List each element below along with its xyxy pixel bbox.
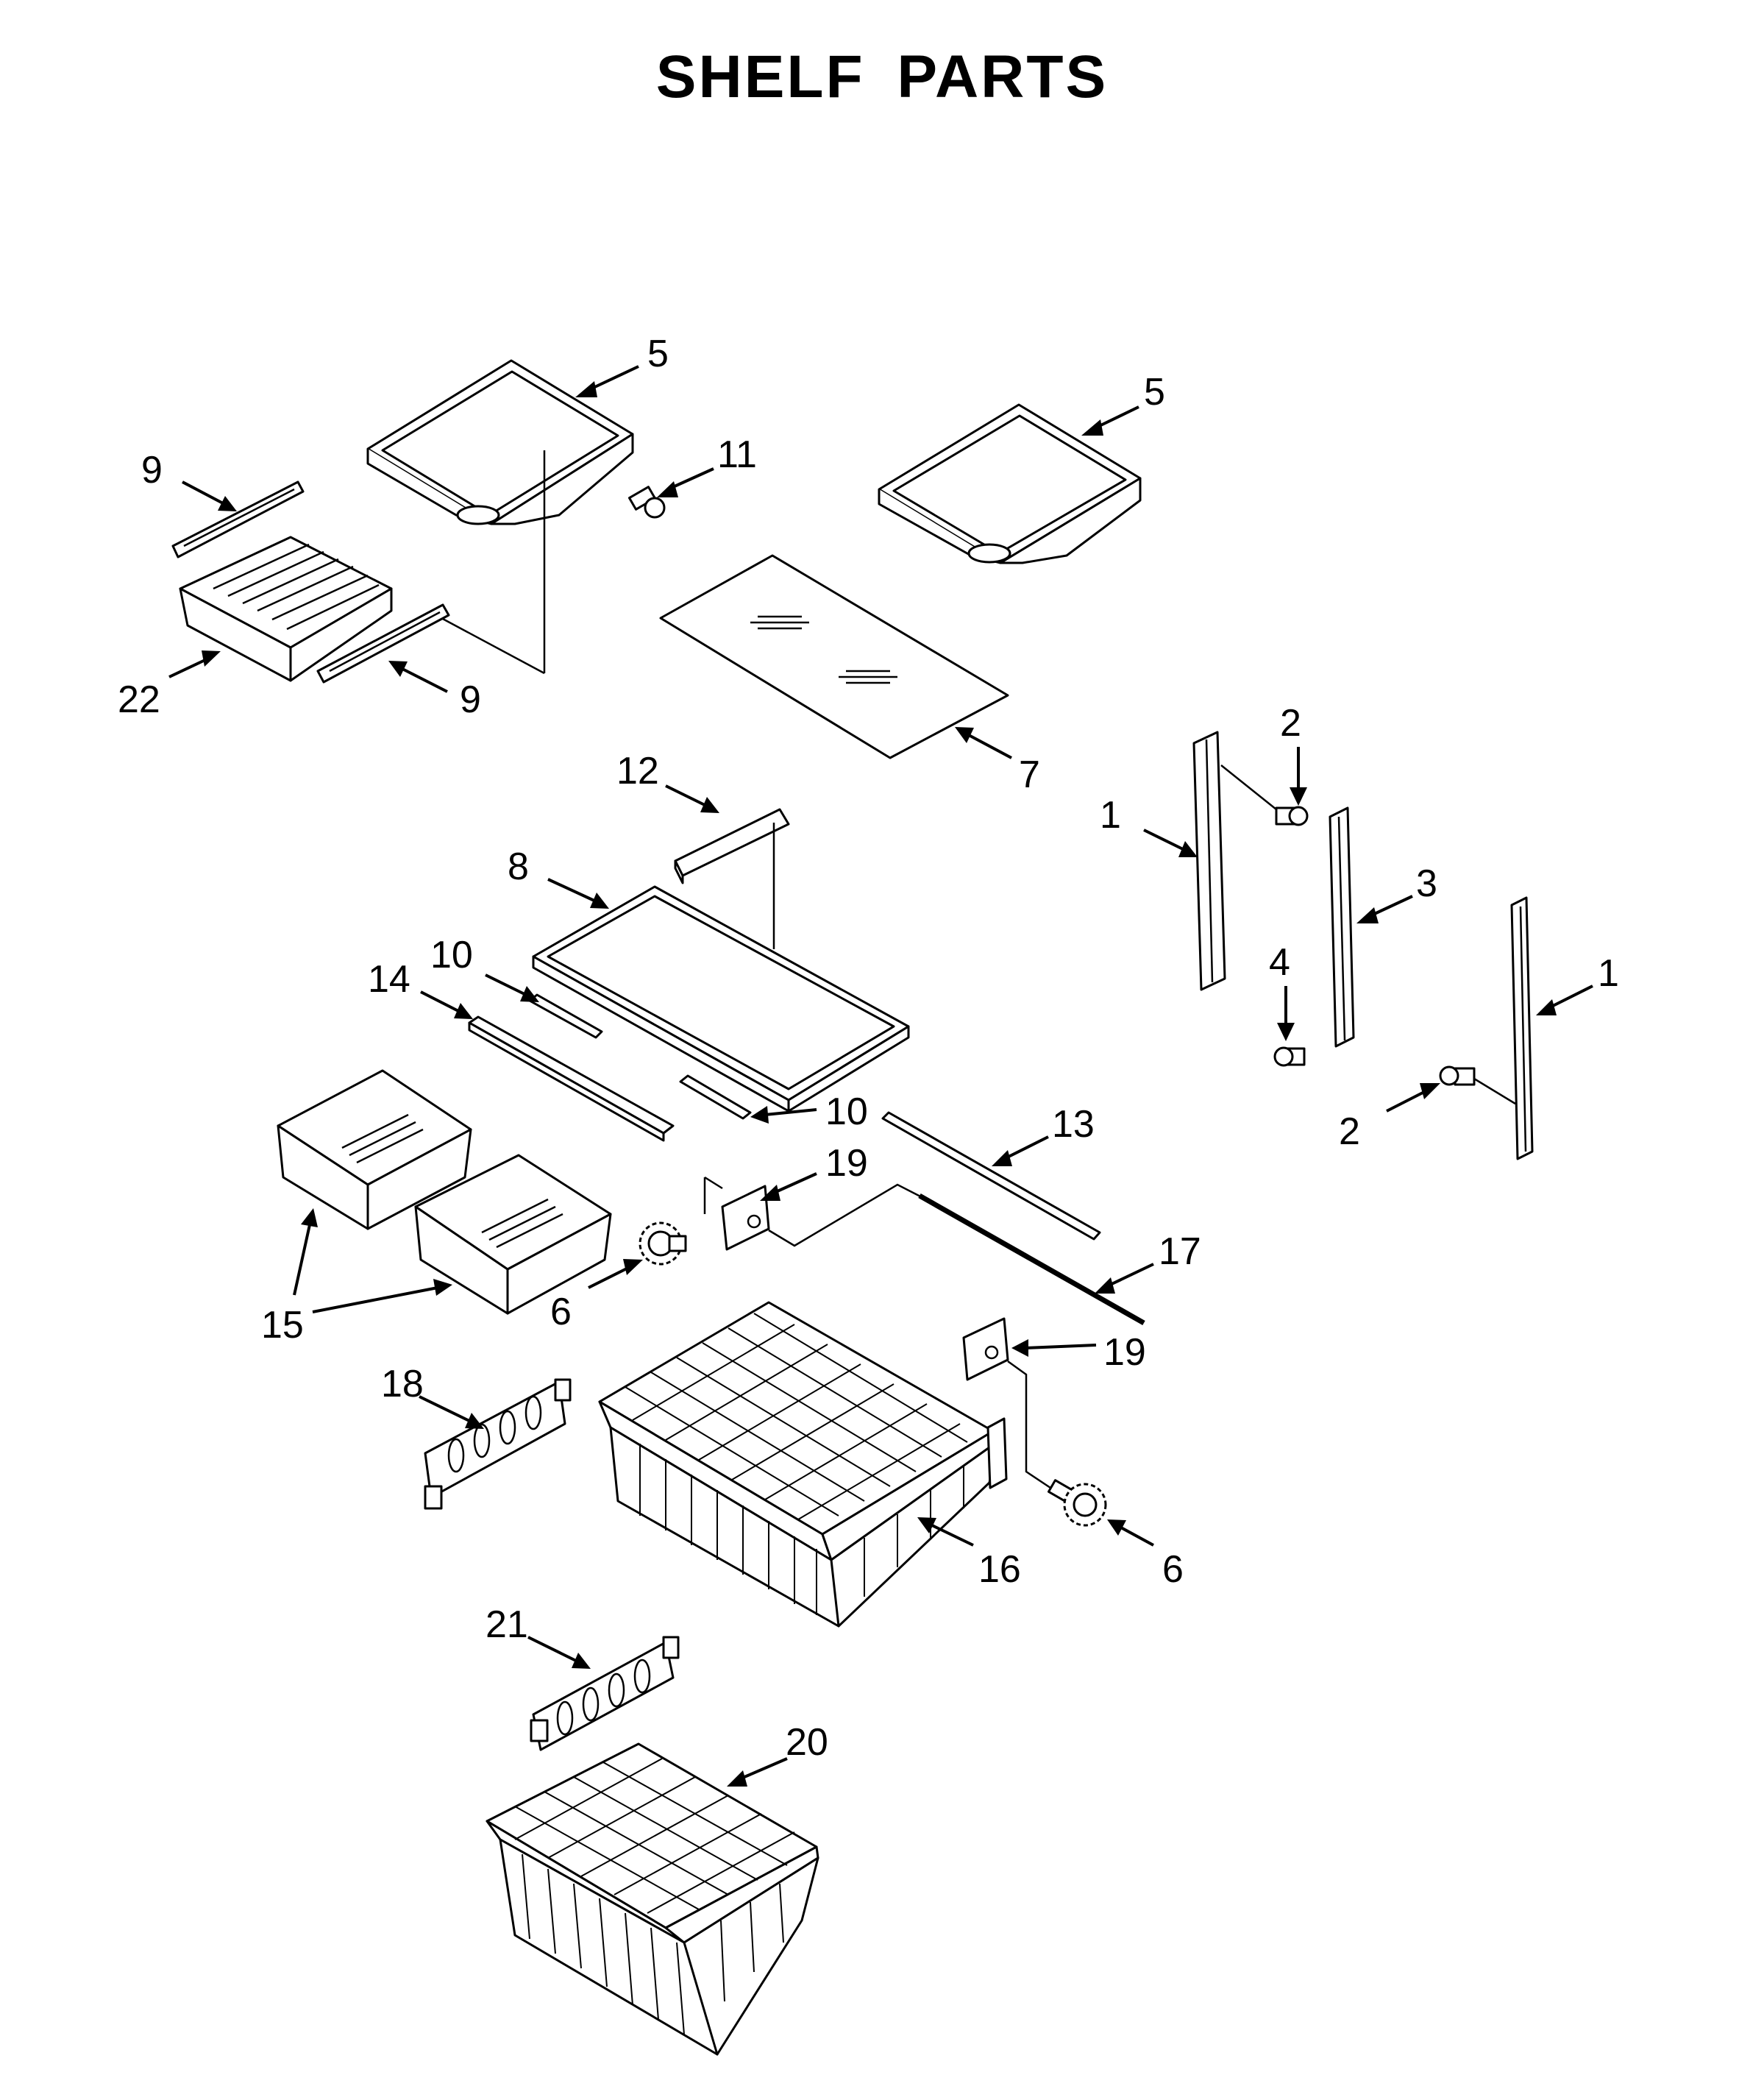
glass-shelf-7 bbox=[659, 554, 1009, 759]
shelf-frame-8 bbox=[532, 885, 910, 1113]
basket-16 bbox=[598, 1301, 1008, 1628]
callout-9-upper: 9 bbox=[141, 449, 163, 492]
trim-14 bbox=[468, 1015, 675, 1142]
slide-9-lower bbox=[316, 603, 450, 684]
bracket-12 bbox=[674, 808, 790, 949]
bracket-19-right bbox=[962, 1317, 1060, 1495]
screw-4 bbox=[1273, 1046, 1306, 1067]
shelf-frame-right bbox=[878, 403, 1142, 564]
callout-21: 21 bbox=[486, 1603, 528, 1646]
callout-7: 7 bbox=[1019, 753, 1040, 796]
divider-21 bbox=[530, 1636, 680, 1751]
callout-3: 3 bbox=[1416, 862, 1437, 905]
callout-10-lower: 10 bbox=[825, 1090, 868, 1133]
basket-20 bbox=[486, 1742, 819, 2056]
bin-15-right bbox=[414, 1154, 612, 1315]
callout-15: 15 bbox=[261, 1304, 304, 1347]
callout-17: 17 bbox=[1159, 1230, 1201, 1273]
callout-6-right: 6 bbox=[1162, 1548, 1184, 1591]
shelf-frame-left bbox=[366, 359, 634, 675]
callout-8: 8 bbox=[508, 845, 529, 888]
screw-2-lower bbox=[1439, 1065, 1516, 1105]
callout-14: 14 bbox=[368, 958, 410, 1001]
gear-6-left bbox=[639, 1221, 687, 1266]
diagram-title: SHELF PARTS bbox=[655, 43, 1109, 110]
rod-17 bbox=[918, 1193, 1145, 1326]
bracket-19-left bbox=[703, 1176, 924, 1251]
callout-1-right: 1 bbox=[1598, 952, 1619, 995]
gear-6-right bbox=[1048, 1479, 1107, 1527]
slide-9-upper bbox=[171, 480, 305, 558]
callout-11: 11 bbox=[717, 433, 757, 476]
screw-11 bbox=[628, 486, 666, 519]
callout-16: 16 bbox=[978, 1548, 1021, 1591]
rail-1-right bbox=[1510, 896, 1534, 1160]
rod-13 bbox=[881, 1111, 1101, 1241]
callout-2-upper: 2 bbox=[1280, 702, 1301, 745]
callout-22: 22 bbox=[118, 678, 160, 721]
callout-18: 18 bbox=[381, 1363, 424, 1405]
callout-10-upper: 10 bbox=[430, 934, 473, 976]
callout-1-left: 1 bbox=[1100, 794, 1121, 837]
clip-10-lower bbox=[679, 1074, 752, 1120]
callout-19-right: 19 bbox=[1103, 1331, 1146, 1374]
callout-12: 12 bbox=[616, 750, 659, 792]
callout-13: 13 bbox=[1052, 1103, 1095, 1146]
rail-1-left bbox=[1192, 731, 1226, 991]
crisper-drawer-22 bbox=[179, 536, 393, 682]
callout-5-right: 5 bbox=[1144, 371, 1165, 414]
callout-5-left: 5 bbox=[647, 333, 669, 375]
bin-15-left bbox=[277, 1069, 472, 1230]
screw-2-upper bbox=[1220, 765, 1309, 826]
callout-arrows bbox=[168, 365, 1593, 1787]
callout-9-lower: 9 bbox=[460, 678, 481, 721]
divider-18 bbox=[424, 1378, 572, 1510]
callout-20: 20 bbox=[786, 1721, 828, 1764]
rail-3 bbox=[1329, 806, 1355, 1048]
callout-6-left: 6 bbox=[550, 1291, 572, 1333]
callout-4: 4 bbox=[1269, 941, 1290, 984]
callout-19-left: 19 bbox=[825, 1142, 868, 1185]
callout-2-lower: 2 bbox=[1339, 1110, 1360, 1153]
